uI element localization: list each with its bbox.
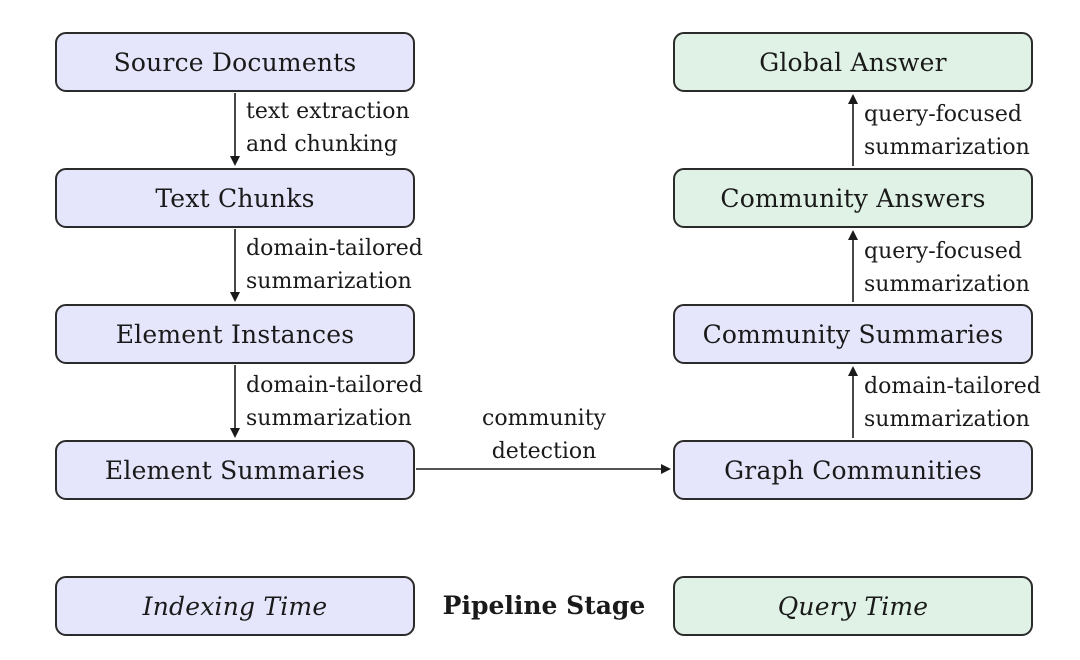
node-graph-communities: Graph Communities xyxy=(673,440,1033,500)
node-global-answer: Global Answer xyxy=(673,32,1033,92)
edge-label-line: summarization xyxy=(246,269,412,294)
legend-indexing-time: Indexing Time xyxy=(55,576,415,636)
node-element-instances: Element Instances xyxy=(55,304,415,364)
edge-label-query-focused-1: query-focused summarization xyxy=(864,98,1030,164)
node-source-documents: Source Documents xyxy=(55,32,415,92)
edge-label-text-extraction: text extraction and chunking xyxy=(246,95,410,161)
edge-label-line: domain-tailored xyxy=(246,236,423,261)
edge-label-domain-tailored-3: domain-tailored summarization xyxy=(864,370,1041,436)
node-community-summaries: Community Summaries xyxy=(673,304,1033,364)
edge-label-domain-tailored-2: domain-tailored summarization xyxy=(246,369,423,435)
edge-label-line: text extraction xyxy=(246,99,410,124)
node-community-answers: Community Answers xyxy=(673,168,1033,228)
edge-label-query-focused-2: query-focused summarization xyxy=(864,235,1030,301)
edge-label-line: detection xyxy=(491,439,597,464)
legend-query-time: Query Time xyxy=(673,576,1033,636)
edge-label-line: and chunking xyxy=(246,132,398,157)
edge-label-line: summarization xyxy=(864,272,1030,297)
node-text-chunks: Text Chunks xyxy=(55,168,415,228)
edge-label-domain-tailored-1: domain-tailored summarization xyxy=(246,232,423,298)
edge-label-community-detection: community detection xyxy=(444,402,644,468)
edge-label-line: query-focused xyxy=(864,239,1022,264)
edge-label-line: query-focused xyxy=(864,102,1022,127)
edge-label-line: domain-tailored xyxy=(864,374,1041,399)
node-element-summaries: Element Summaries xyxy=(55,440,415,500)
edge-label-line: domain-tailored xyxy=(246,373,423,398)
edge-label-line: summarization xyxy=(864,135,1030,160)
edge-label-line: community xyxy=(482,406,606,431)
edge-label-line: summarization xyxy=(246,406,412,431)
legend-title: Pipeline Stage xyxy=(442,590,646,620)
edge-label-line: summarization xyxy=(864,407,1030,432)
